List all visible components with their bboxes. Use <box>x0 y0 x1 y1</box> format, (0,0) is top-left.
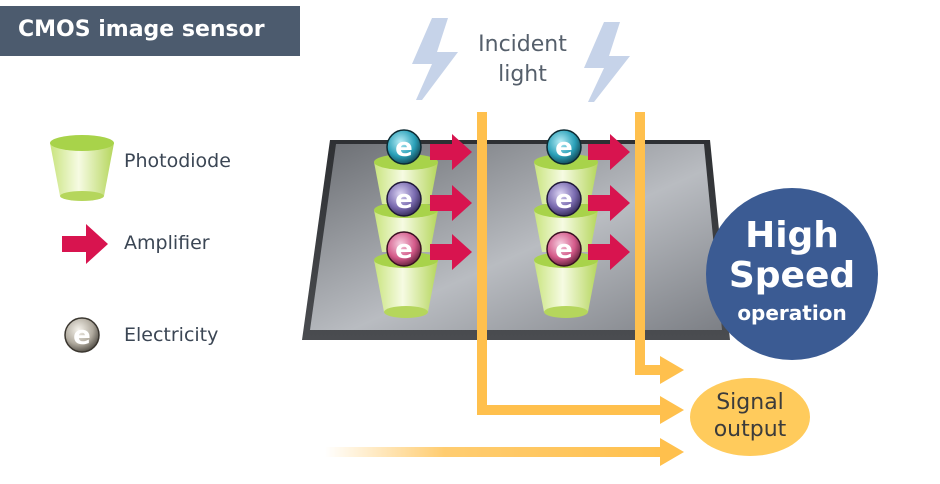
electron-icon: e <box>64 317 100 353</box>
electron-icon: e <box>386 129 422 165</box>
signal-output-line1: Signal <box>716 390 784 415</box>
high-speed-text: High Speed operation <box>706 188 878 360</box>
speed-line3: operation <box>737 301 847 325</box>
photodiode-icon <box>50 135 114 201</box>
amplifier-arrow-icon <box>62 224 108 264</box>
signal-lines <box>477 112 668 415</box>
diagram-title: CMOS image sensor <box>18 17 265 42</box>
lightning-bolt-icon <box>412 18 458 100</box>
high-speed-badge <box>706 188 878 360</box>
electron-icon: e <box>386 231 422 267</box>
lightning-bolt-icon <box>584 22 630 102</box>
signal-arrowhead <box>660 396 684 424</box>
legend-amplifier-label: Amplifier <box>124 232 210 254</box>
signal-output-line2: output <box>713 417 787 442</box>
title-banner: CMOS image sensor <box>0 6 300 56</box>
svg-text:e: e <box>555 133 573 163</box>
signal-output-label: Signal output <box>690 389 810 443</box>
svg-text:e: e <box>555 185 573 215</box>
electron-icon: e <box>546 129 582 165</box>
legend-electricity-label: Electricity <box>124 324 219 346</box>
electron-icon: e <box>386 181 422 217</box>
signal-arrowhead <box>660 438 684 466</box>
incident-light-line1: Incident <box>478 32 567 57</box>
speed-line2: Speed <box>728 255 856 296</box>
speed-line1: High <box>745 215 839 256</box>
electron-icon: e <box>546 231 582 267</box>
svg-text:e: e <box>395 185 413 215</box>
photodiode-stack-left <box>374 154 438 318</box>
incident-light-line2: light <box>498 62 547 87</box>
electron-icon: e <box>546 181 582 217</box>
signal-arrowhead <box>660 356 684 384</box>
signal-fade-line <box>325 447 665 457</box>
svg-text:e: e <box>555 235 573 265</box>
signal-output-bubble <box>690 378 810 456</box>
svg-text:e: e <box>395 235 413 265</box>
amplifier-arrows <box>430 134 630 270</box>
incident-light-label: Incident light <box>450 30 595 90</box>
sensor-plate <box>310 144 722 330</box>
svg-text:e: e <box>395 133 413 163</box>
svg-text:e: e <box>73 321 91 351</box>
legend-photodiode-label: Photodiode <box>124 150 231 172</box>
